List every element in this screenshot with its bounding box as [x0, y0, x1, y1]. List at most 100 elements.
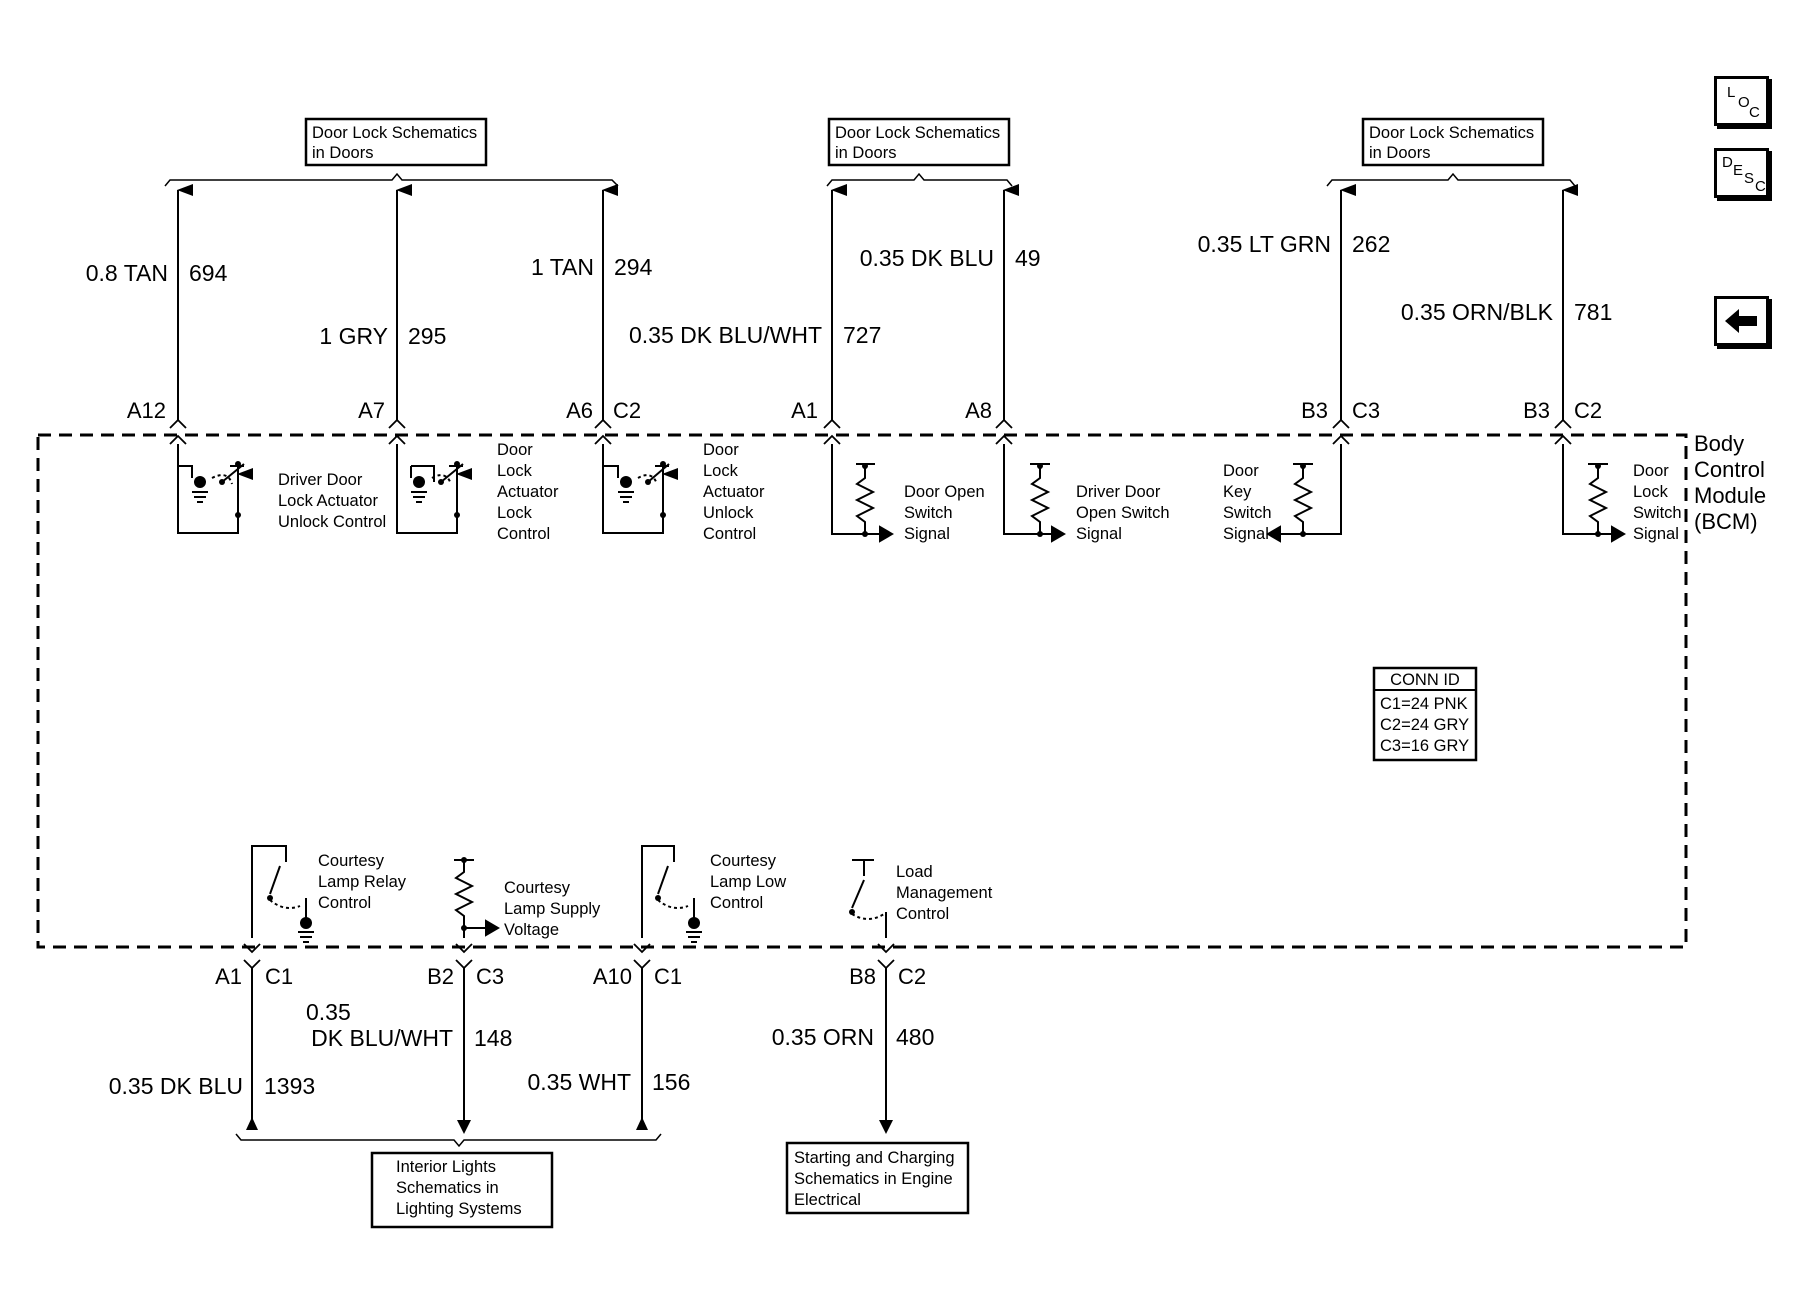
circuit-label-line: Lock [703, 462, 739, 480]
circuit-label-line: Unlock [703, 504, 754, 522]
ref-box-line: Door Lock Schematics [1369, 124, 1534, 142]
loc-letter: C [1749, 104, 1760, 121]
bottom-wire-labels: 0.35 DK BLU 1393 0.35 DK BLU/WHT 148 0.3… [109, 999, 935, 1099]
circuit-label-line: Switch [904, 504, 953, 522]
wire-gauge-color: 0.35 DK BLU [109, 1073, 243, 1099]
wire-gauge-color: 1 GRY [319, 323, 388, 349]
circuit-label-line: Door [497, 441, 533, 459]
circuit-label-line: Unlock Control [278, 513, 386, 531]
conn-id-title: CONN ID [1390, 671, 1460, 689]
ref-box-line: Door Lock Schematics [835, 124, 1000, 142]
internal-labels-top: Driver Door Lock Actuator Unlock Control… [278, 441, 1682, 543]
ref-box-line: Interior Lights [396, 1158, 496, 1176]
circuit-label-line: Load [896, 863, 933, 881]
driver-door-open-switch-circuit [1003, 444, 1066, 543]
circuit-label-line: Courtesy [504, 879, 571, 897]
top-connector-marks [169, 418, 1572, 445]
module-name-line: Control [1694, 457, 1765, 482]
connector-label: C1 [654, 964, 682, 989]
bcm-boundary [36, 433, 1688, 949]
wire-gauge-color: 0.8 TAN [86, 260, 168, 286]
ref-box-line: in Doors [835, 144, 896, 162]
module-name-line: (BCM) [1694, 509, 1758, 534]
conn-id-line: C2=24 GRY [1380, 716, 1469, 734]
pin-label: A12 [127, 398, 166, 423]
circuit-label-line: Control [703, 525, 756, 543]
door-lock-actuator-unlock-circuit [602, 444, 678, 534]
wire-circuit-number: 727 [843, 322, 881, 348]
bottom-arrowheads [246, 1117, 893, 1134]
ref-box-line: Schematics in [396, 1179, 499, 1197]
interior-lights-ref-box[interactable]: Interior Lights Schematics in Lighting S… [370, 1151, 554, 1229]
wire-gauge-color: DK BLU/WHT [311, 1025, 453, 1051]
pin-label: B3 [1523, 398, 1550, 423]
pin-label: A6 [566, 398, 593, 423]
ref-box-line: Lighting Systems [396, 1200, 522, 1218]
circuit-label-line: Driver Door [278, 471, 363, 489]
bottom-pin-labels: A1 C1 B2 C3 A10 C1 B8 C2 [215, 964, 926, 989]
circuit-label-line: Signal [1223, 525, 1269, 543]
circuit-label-line: Control [497, 525, 550, 543]
conn-id-box: CONN ID C1=24 PNK C2=24 GRY C3=16 GRY [1372, 666, 1478, 762]
circuit-label-line: Door Open [904, 483, 985, 501]
starting-charging-ref-box[interactable]: Starting and Charging Schematics in Engi… [785, 1141, 970, 1215]
wire-circuit-number: 49 [1015, 245, 1041, 271]
circuit-label-line: Lamp Low [710, 873, 786, 891]
door-lock-ref-box-3[interactable]: Door Lock Schematics in Doors [1361, 117, 1545, 167]
pin-label: A7 [358, 398, 385, 423]
door-lock-ref-box-2[interactable]: Door Lock Schematics in Doors [827, 117, 1011, 167]
pin-label: A8 [965, 398, 992, 423]
circuit-label-line: Actuator [497, 483, 559, 501]
module-name-line: Body [1694, 431, 1744, 456]
loc-letter: O [1738, 94, 1750, 111]
courtesy-lamp-supply-circuit [453, 857, 500, 938]
conn-id-line: C3=16 GRY [1380, 737, 1469, 755]
ref-box-line: Door Lock Schematics [312, 124, 477, 142]
module-name: Body Control Module (BCM) [1694, 431, 1766, 534]
connector-label: C2 [613, 398, 641, 423]
courtesy-lamp-relay-circuit [251, 845, 314, 943]
back-button[interactable] [1714, 296, 1769, 346]
wire-circuit-number: 480 [896, 1024, 934, 1050]
desc-letter: S [1744, 170, 1755, 187]
bottom-brace [235, 1133, 662, 1148]
circuit-label-line: Actuator [703, 483, 765, 501]
circuit-label-line: Switch [1633, 504, 1682, 522]
courtesy-lamp-low-circuit [641, 845, 702, 943]
wire-gauge-color: 0.35 DK BLU/WHT [629, 322, 822, 348]
pin-label: A1 [215, 964, 242, 989]
loc-button[interactable]: L O C [1714, 76, 1769, 126]
top-wire-labels: 0.8 TAN 694 1 GRY 295 1 TAN 294 0.35 DK … [86, 231, 1613, 349]
door-open-switch-circuit [831, 444, 894, 543]
wire-circuit-number: 781 [1574, 299, 1612, 325]
door-lock-ref-box-1[interactable]: Door Lock Schematics in Doors [304, 117, 488, 167]
wire-circuit-number: 1393 [264, 1073, 315, 1099]
circuit-label-line: Lamp Relay [318, 873, 407, 891]
loc-letter: L [1727, 84, 1736, 101]
module-name-line: Module [1694, 483, 1766, 508]
circuit-label-line: Control [896, 905, 949, 923]
circuit-label-line: Voltage [504, 921, 559, 939]
pin-label: B3 [1301, 398, 1328, 423]
wire-gauge-color: 0.35 [306, 999, 351, 1025]
circuit-label-line: Lock Actuator [278, 492, 378, 510]
circuit-label-line: Open Switch [1076, 504, 1170, 522]
circuit-label-line: Signal [1633, 525, 1679, 543]
connector-label: C2 [1574, 398, 1602, 423]
circuit-label-line: Door [703, 441, 739, 459]
wire-circuit-number: 694 [189, 260, 228, 286]
wire-circuit-number: 156 [652, 1069, 690, 1095]
connector-label: C3 [1352, 398, 1380, 423]
internal-labels-bottom: Courtesy Lamp Relay Control Courtesy Lam… [318, 852, 993, 939]
connector-label: C3 [476, 964, 504, 989]
circuit-label-line: Control [710, 894, 763, 912]
wire-gauge-color: 0.35 ORN/BLK [1401, 299, 1554, 325]
pin-label: A1 [791, 398, 818, 423]
pin-label: B2 [427, 964, 454, 989]
top-pin-labels: A12 A7 A6 C2 A1 A8 B3 C3 B3 C2 [127, 398, 1602, 423]
door-lock-switch-circuit [1562, 444, 1626, 543]
door-key-switch-circuit [1266, 444, 1342, 543]
desc-button[interactable]: D E S C [1714, 148, 1769, 198]
